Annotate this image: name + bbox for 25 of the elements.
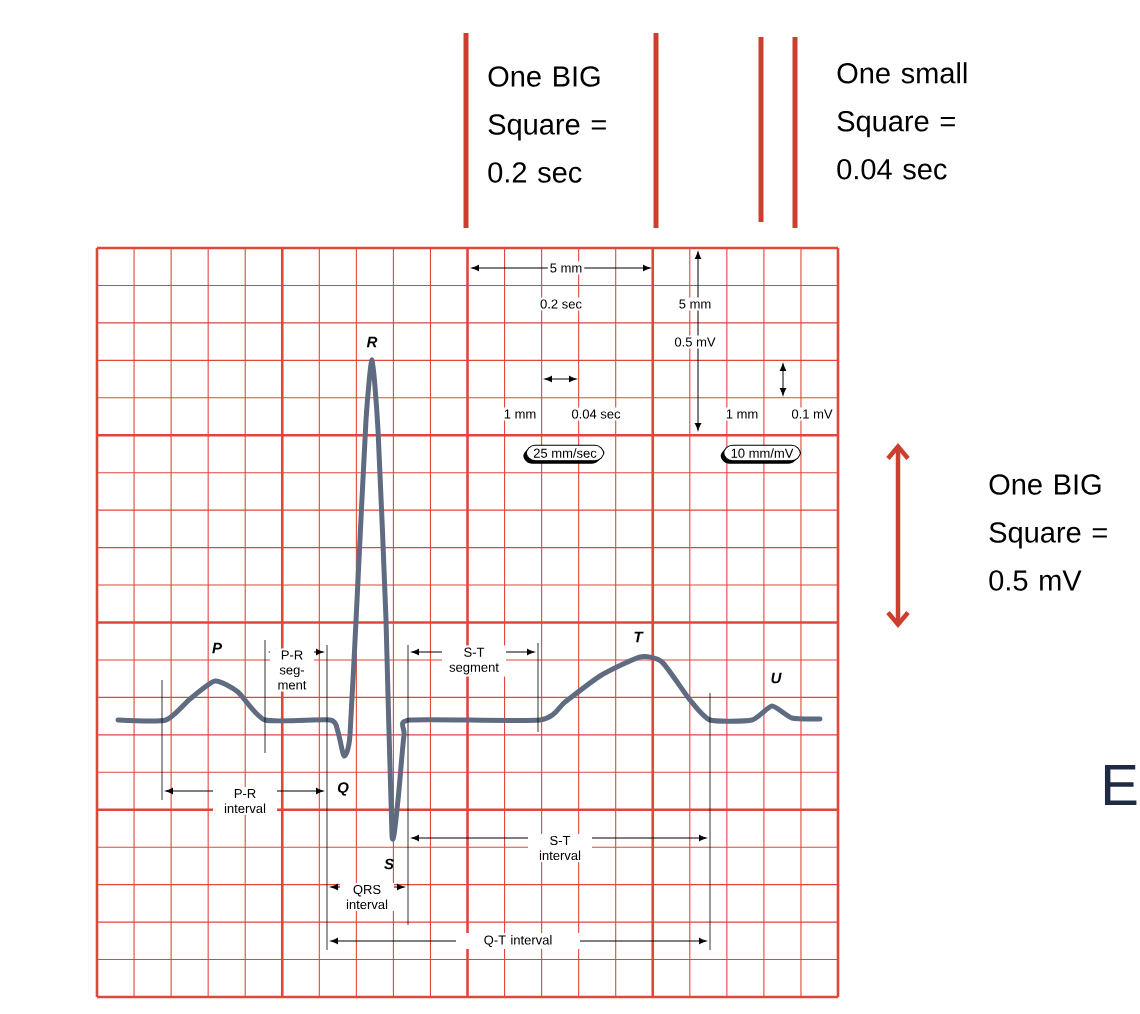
interval-label: Q-T interval	[456, 933, 580, 949]
wave-label: P	[212, 642, 223, 654]
scale-note: One small Square = 0.04 sec	[837, 62, 967, 180]
letter: E	[1104, 765, 1137, 805]
dimension-label: 0.2 sec	[538, 297, 584, 311]
interval-label: P-R seg- ment	[270, 648, 314, 692]
dimension-label: 5 mm	[676, 297, 714, 311]
wave-label: Q	[337, 782, 349, 796]
interval-label: S-T interval	[528, 833, 592, 863]
interval-label: QRS interval	[340, 882, 394, 912]
calibration-label: 25 mm/sec	[523, 444, 605, 464]
scale-note: One BIG Square = 0.2 sec	[488, 66, 606, 183]
interval-label: S-T segment	[442, 645, 506, 677]
scale-note: One BIG Square = 0.5 mV	[989, 474, 1107, 591]
dimension-label: 1 mm	[723, 407, 761, 421]
wave-label: R	[366, 336, 378, 348]
dimension-label: 1 mm	[501, 407, 539, 421]
wave-label: T	[634, 631, 644, 643]
calibration-label: 10 mm/mV	[720, 444, 801, 464]
dimension-label: 5 mm	[547, 261, 585, 275]
dimension-label: 0.5 mV	[672, 335, 718, 349]
dimension-label: 0.04 sec	[569, 407, 623, 421]
dimension-label: 0.1 mV	[789, 407, 835, 421]
wave-label: U	[771, 672, 782, 684]
interval-label: P-R interval	[213, 786, 277, 816]
